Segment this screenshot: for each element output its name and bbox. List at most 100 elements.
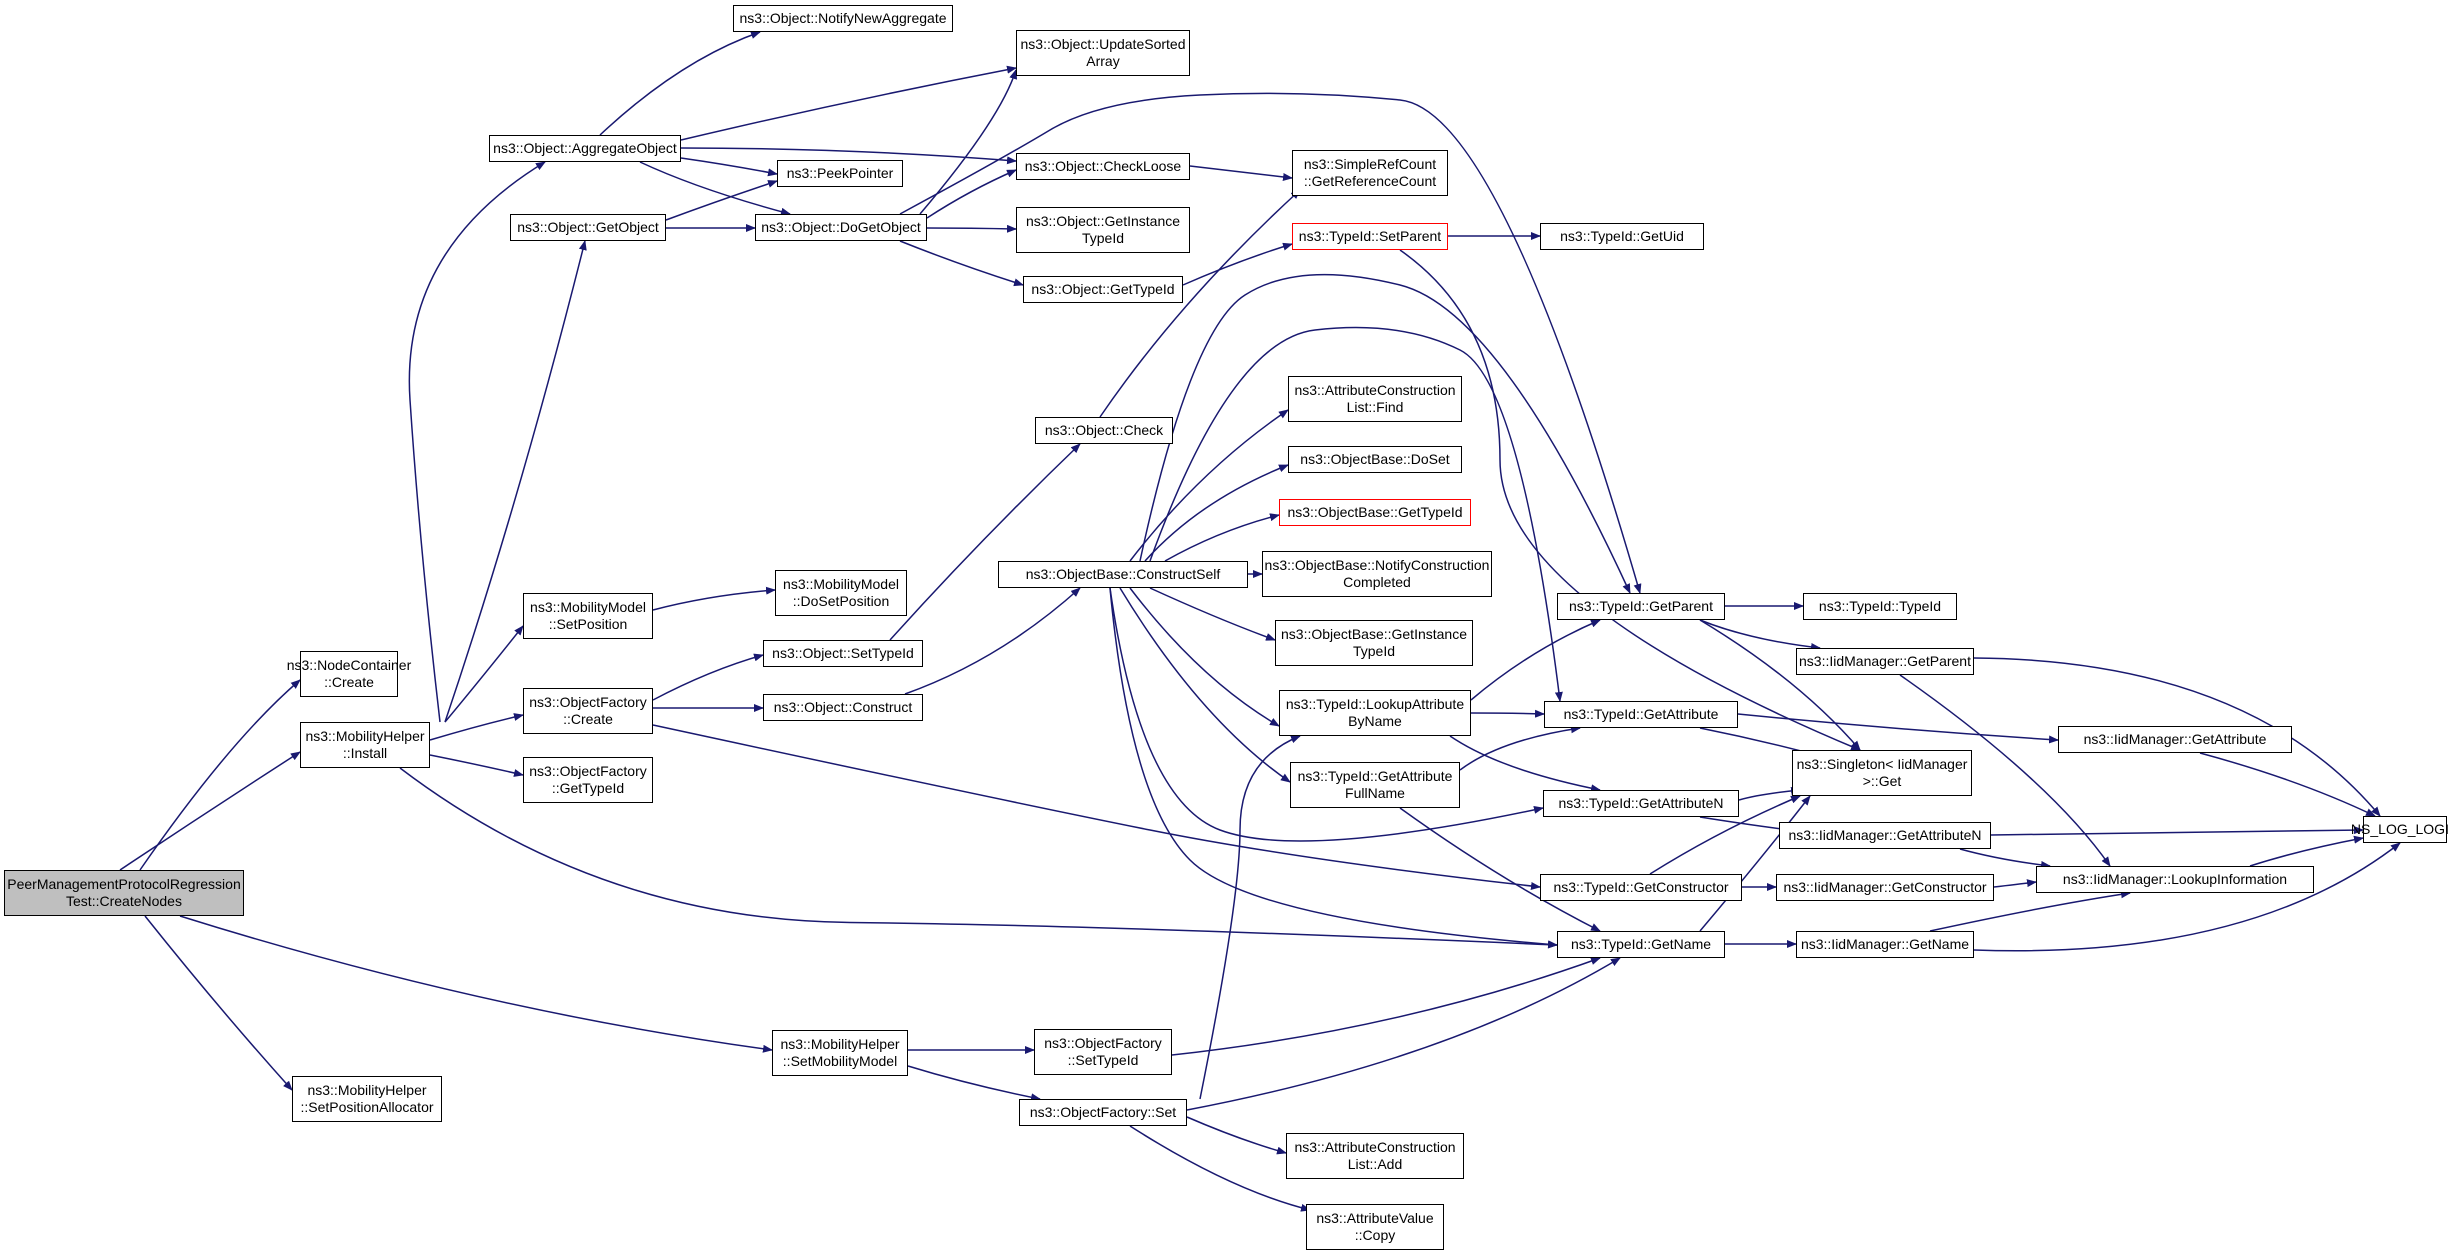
node-av-copy[interactable]: ns3::AttributeValue::Copy [1306, 1204, 1444, 1250]
node-iid-getparent[interactable]: ns3::IidManager::GetParent [1796, 648, 1974, 675]
edge-mh_install-to-of_create [429, 713, 524, 741]
node-obj-getobject[interactable]: ns3::Object::GetObject [510, 214, 666, 241]
node-label-line: ns3::IidManager::LookupInformation [2062, 871, 2288, 887]
node-nc-create[interactable]: ns3::NodeContainer::Create [287, 651, 411, 697]
node-iid-getconstructor[interactable]: ns3::IidManager::GetConstructor [1776, 874, 1994, 901]
node-mh-setmobmodel[interactable]: ns3::MobilityHelper::SetMobilityModel [772, 1030, 908, 1076]
node-label-line: ns3::AttributeConstruction [1294, 382, 1456, 398]
node-iid-getname[interactable]: ns3::IidManager::GetName [1796, 931, 1974, 958]
edge-obj_aggregate-to-obj_dogetobject [639, 161, 791, 216]
edge-of_settypeid-to-tid_getname [1171, 957, 1601, 1056]
node-ns-log-logic[interactable]: NS_LOG_LOGIC [2351, 816, 2448, 843]
node-obj-settypeid[interactable]: ns3::Object::SetTypeId [763, 640, 923, 667]
edge-ob_constructself-to-tid_getattributen [1109, 587, 1544, 842]
node-label-line: ns3::ObjectBase::NotifyConstruction [1264, 557, 1490, 573]
node-iid-lookupinfo[interactable]: ns3::IidManager::LookupInformation [2036, 866, 2314, 893]
node-mm-setpos[interactable]: ns3::MobilityModel::SetPosition [523, 593, 653, 639]
edge-root-to-mh_setmobmodel [179, 915, 773, 1053]
node-tid-getattributen[interactable]: ns3::TypeId::GetAttributeN [1543, 790, 1739, 817]
node-tid-getparent[interactable]: ns3::TypeId::GetParent [1557, 593, 1725, 620]
node-label-line: Test::CreateNodes [66, 893, 182, 909]
edge-mh_install-to-of_gettypeid [429, 754, 524, 777]
node-label-line: ns3::Object::UpdateSorted [1020, 36, 1186, 52]
node-obj-construct[interactable]: ns3::Object::Construct [763, 694, 923, 721]
edge-ob_constructself-to-tid_getparent [1139, 273, 1631, 594]
node-label-line: PeerManagementProtocolRegression [7, 876, 241, 892]
node-peekpointer[interactable]: ns3::PeekPointer [777, 160, 903, 187]
node-label-line: ::SetTypeId [1067, 1052, 1139, 1068]
edge-mh_install-to-obj_aggregate [408, 161, 546, 723]
node-label-line: ns3::ObjectBase::GetInstance [1281, 626, 1467, 642]
node-iid-getattribute[interactable]: ns3::IidManager::GetAttribute [2058, 726, 2292, 753]
edge-tid_getattrfull-to-tid_getattribute [1459, 725, 1581, 771]
node-src-getrefcount[interactable]: ns3::SimpleRefCount::GetReferenceCount [1292, 150, 1448, 196]
node-label-line: ns3::Object::GetInstance [1025, 213, 1181, 229]
node-singleton-get[interactable]: ns3::Singleton< IidManager>::Get [1792, 750, 1972, 796]
edge-tid_lookupattr-to-tid_getparent [1470, 619, 1601, 701]
node-ob-gettypeid[interactable]: ns3::ObjectBase::GetTypeId [1279, 499, 1471, 526]
edge-of_create-to-obj_settypeid [652, 653, 764, 701]
edge-tid_getattributen-to-iid_getattributen [1699, 816, 1791, 833]
edge-of_create-to-tid_getconstructor [652, 724, 1541, 890]
edge-obj_dogetobject-to-obj_checkloose [926, 169, 1017, 219]
node-obj-check[interactable]: ns3::Object::Check [1035, 417, 1173, 444]
edge-obj_aggregate-to-obj_notifynew [599, 31, 761, 136]
node-tid-typeid[interactable]: ns3::TypeId::TypeId [1803, 593, 1957, 620]
node-label-line: >::Get [1862, 773, 1902, 789]
node-label-line: ns3::MobilityHelper [305, 728, 425, 744]
node-iid-getattributen[interactable]: ns3::IidManager::GetAttributeN [1779, 822, 1991, 849]
edge-tid_lookupattr-to-tid_getattribute [1470, 709, 1545, 718]
node-tid-getattribute[interactable]: ns3::TypeId::GetAttribute [1544, 701, 1738, 728]
node-label-line: ns3::TypeId::GetUid [1560, 228, 1684, 244]
edge-ob_constructself-to-tid_getattribute [1149, 326, 1563, 702]
node-label-line: TypeId [1081, 230, 1125, 246]
node-label-line: TypeId [1352, 643, 1396, 659]
edge-tid_getattrfull-to-tid_getname [1399, 807, 1601, 932]
node-label-line: ns3::SimpleRefCount [1303, 156, 1437, 172]
edge-tid_getparent-to-singleton_get [1699, 619, 1861, 751]
node-tid-setparent[interactable]: ns3::TypeId::SetParent [1292, 223, 1448, 250]
node-label-line: ::Create [563, 711, 613, 727]
node-label-line: ns3::Object::Check [1044, 422, 1164, 438]
node-tid-getconstructor[interactable]: ns3::TypeId::GetConstructor [1540, 874, 1742, 901]
node-of-create[interactable]: ns3::ObjectFactory::Create [523, 688, 653, 734]
node-obj-aggregate[interactable]: ns3::Object::AggregateObject [489, 135, 681, 162]
node-mh-setposalloc[interactable]: ns3::MobilityHelper::SetPositionAllocato… [292, 1076, 442, 1122]
node-label-line: ns3::TypeId::GetConstructor [1553, 879, 1729, 895]
edge-tid_getname-to-singleton_get [1699, 795, 1811, 932]
edge-iid_getconstructor-to-iid_lookupinfo [1993, 879, 2037, 888]
node-label-line: ns3::Object::SetTypeId [772, 645, 914, 661]
node-obj-dogetobject[interactable]: ns3::Object::DoGetObject [755, 214, 927, 241]
node-ob-constructself[interactable]: ns3::ObjectBase::ConstructSelf [998, 561, 1248, 588]
edge-iid_getattributen-to-iid_lookupinfo [1959, 848, 2051, 869]
node-tid-getuid[interactable]: ns3::TypeId::GetUid [1540, 223, 1704, 250]
edge-obj_construct-to-ob_constructself [904, 587, 1081, 695]
node-tid-getname[interactable]: ns3::TypeId::GetName [1557, 931, 1725, 958]
edge-obj_aggregate-to-obj_checkloose [680, 147, 1017, 165]
node-mh-install[interactable]: ns3::MobilityHelper::Install [300, 722, 430, 768]
node-of-settypeid[interactable]: ns3::ObjectFactory::SetTypeId [1034, 1029, 1172, 1075]
node-mm-dosetpos[interactable]: ns3::MobilityModel::DoSetPosition [775, 570, 907, 616]
edge-ob_constructself-to-ob_gettypeid [1164, 513, 1280, 562]
node-obj-gettypeid[interactable]: ns3::Object::GetTypeId [1023, 276, 1183, 303]
node-obj-notifynew[interactable]: ns3::Object::NotifyNewAggregate [733, 5, 953, 32]
edge-iid_lookupinfo-to-ns_log_logic [2249, 835, 2364, 867]
node-of-gettypeid[interactable]: ns3::ObjectFactory::GetTypeId [523, 757, 653, 803]
node-ob-doset[interactable]: ns3::ObjectBase::DoSet [1288, 446, 1462, 473]
node-label-line: ns3::PeekPointer [786, 165, 894, 181]
node-of-set[interactable]: ns3::ObjectFactory::Set [1019, 1099, 1187, 1126]
edge-of_set-to-av_copy [1129, 1125, 1311, 1212]
node-label-line: ns3::ObjectFactory::Set [1029, 1104, 1177, 1120]
node-obj-checkloose[interactable]: ns3::Object::CheckLoose [1016, 153, 1190, 180]
node-label-line: ::GetTypeId [551, 780, 625, 796]
